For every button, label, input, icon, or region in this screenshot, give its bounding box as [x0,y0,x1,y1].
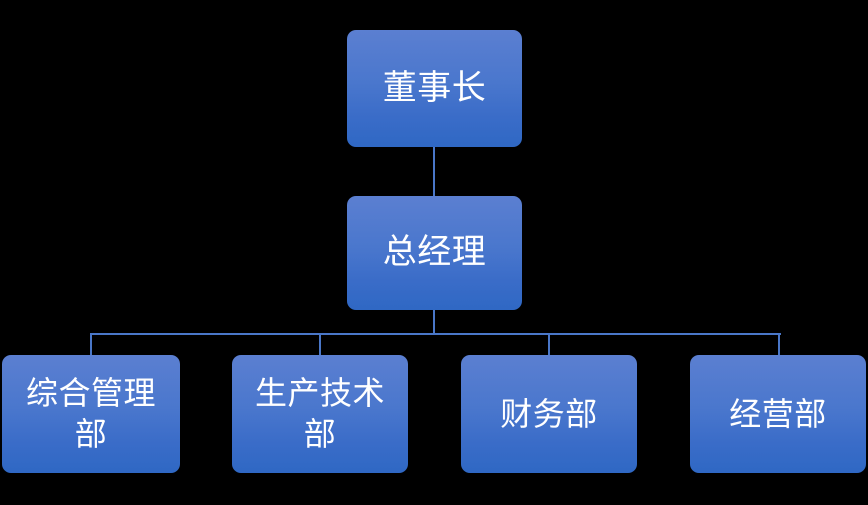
org-node-dept-operations-label: 经营部 [729,395,827,432]
org-node-general-manager-label: 总经理 [382,233,487,272]
connector-general-manager-to-bus [433,310,435,334]
org-node-dept-production-tech-label: 生产技术部 [254,375,385,452]
org-node-general-manager[interactable]: 总经理 [347,196,522,310]
connector-chairman-to-general-manager [433,147,435,196]
org-node-chairman-label: 董事长 [382,68,487,107]
org-node-dept-general-admin[interactable]: 综合管理部 [2,355,180,473]
org-node-dept-operations[interactable]: 经营部 [690,355,866,473]
connector-drop-dept-operations [778,333,780,355]
connector-department-bus [91,333,781,335]
org-node-dept-finance-label: 财务部 [500,395,598,432]
connector-drop-dept-finance [548,333,550,355]
connector-drop-dept-general-admin [90,333,92,355]
connector-drop-dept-production-tech [319,333,321,355]
org-node-dept-finance[interactable]: 财务部 [461,355,637,473]
org-node-dept-production-tech[interactable]: 生产技术部 [232,355,408,473]
org-node-chairman[interactable]: 董事长 [347,30,522,147]
org-node-dept-general-admin-label: 综合管理部 [25,375,156,452]
